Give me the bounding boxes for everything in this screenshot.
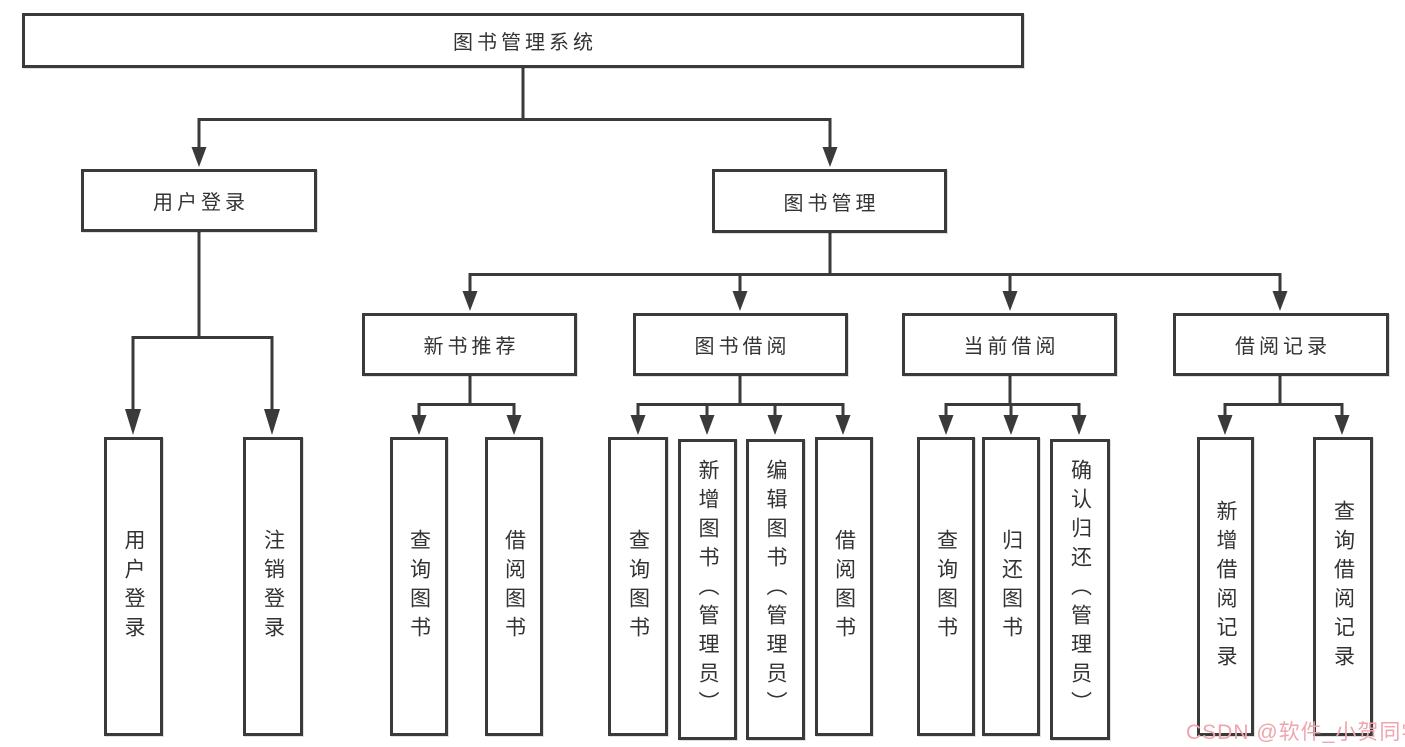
node-book-management: 图书管理: [712, 169, 947, 233]
leaf-edit-books-admin: 编辑图书（管理员）: [746, 439, 805, 740]
connector-borrowing-to-leaves: [636, 374, 845, 420]
connector-newbook-to-leaves: [417, 374, 516, 420]
leaf-query-books-borrowing: 查询图书: [608, 437, 668, 736]
node-book-borrowing: 图书借阅: [633, 313, 848, 376]
arrowhead-icon: [411, 415, 522, 435]
node-borrowing-records: 借阅记录: [1173, 313, 1389, 376]
leaf-logout: 注销登录: [243, 437, 303, 736]
leaf-add-books-admin: 新增图书（管理员）: [678, 439, 737, 740]
leaf-query-borrow-record: 查询借阅记录: [1313, 437, 1373, 736]
leaf-return-books: 归还图书: [982, 437, 1040, 736]
arrowhead-icon: [125, 409, 280, 435]
connector-bookmgmt-to-level3: [468, 231, 1282, 296]
node-root: 图书管理系统: [22, 13, 1024, 68]
leaf-query-books-current: 查询图书: [917, 437, 975, 736]
arrowhead-icon: [462, 291, 1288, 311]
node-user-login: 用户登录: [81, 169, 317, 232]
arrowhead-icon: [630, 415, 851, 435]
csdn-watermark: CSDN @软件_小贺同学: [1186, 721, 1405, 744]
connector-root-to-level2: [197, 66, 832, 152]
leaf-add-borrow-record: 新增借阅记录: [1197, 437, 1254, 736]
connector-records-to-leaves: [1223, 374, 1344, 420]
leaf-query-books-recommend: 查询图书: [390, 437, 448, 736]
node-current-borrowing: 当前借阅: [902, 313, 1117, 376]
leaf-user-login: 用户登录: [104, 437, 163, 736]
node-new-book-recommend: 新书推荐: [362, 313, 577, 376]
arrowhead-icon: [191, 147, 838, 167]
connector-currentborrow-to-leaves: [944, 374, 1081, 420]
leaf-confirm-return-admin: 确认归还（管理员）: [1050, 439, 1110, 740]
leaf-borrow-books: 借阅图书: [815, 437, 873, 736]
connector-userlogin-to-leaves: [131, 230, 274, 414]
leaf-borrow-books-recommend: 借阅图书: [485, 437, 543, 736]
arrowhead-icon: [1217, 415, 1350, 435]
arrowhead-icon: [938, 415, 1087, 435]
